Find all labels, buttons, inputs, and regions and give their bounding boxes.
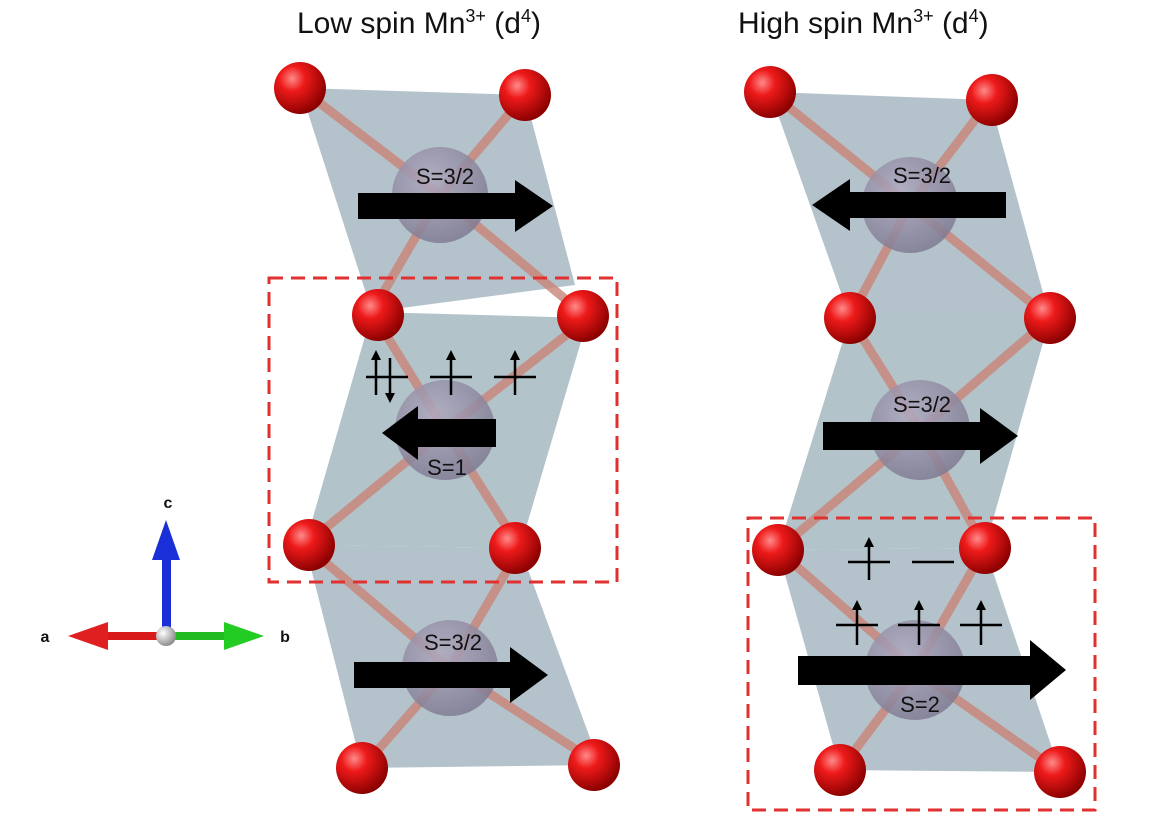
left-oxygen-atom [283,519,335,571]
left-oxygen-atom [336,742,388,794]
left-oxygen-atom [352,289,404,341]
right-oxygen-atom [1034,746,1086,798]
right-oxygen-atom [959,522,1011,574]
left-panel-title: Low spin Mn3+ (d4) [297,6,541,41]
right-highlight-box [746,516,1097,812]
left-title-charge: 3+ [465,6,486,26]
right-oxygen-atom [814,744,866,796]
right-title-config-open: (d [933,7,969,40]
c-axis-arrow [152,520,180,560]
left-title-main: Low spin Mn [297,7,466,40]
left-spin-label-1: S=3/2 [416,164,474,189]
left-oxygen-atom [499,69,551,121]
left-spin-arrow-3 [354,647,548,703]
right-oxygen-atom [1024,292,1076,344]
left-oxygen-atom [568,739,620,791]
right-panel-title: High spin Mn3+ (d4) [738,6,989,41]
left-highlight-box [267,276,619,584]
a-axis-arrow [68,622,108,650]
b-axis-arrow [224,622,264,650]
right-spin-label-3: S=2 [900,692,940,717]
axis-label-b: b [280,629,290,646]
right-spin-label-2: S=3/2 [893,392,951,417]
left-spin-label-2: S=1 [427,455,467,480]
left-spin-label-3: S=3/2 [424,630,482,655]
right-oxygen-atom [752,524,804,576]
right-spin-arrow-3 [798,640,1066,700]
left-chain: S=3/2 S=1 S=3/2 [267,62,620,794]
right-oxygen-atom [966,74,1018,126]
right-title-config-sup: 4 [968,6,979,26]
right-chain: S=3/2 S=3/2 S=2 [744,66,1097,812]
crystal-axes: c a b [41,495,290,650]
right-spin-arrow-1 [812,179,1006,231]
left-title-config-close: ) [530,7,541,40]
left-title-config-sup: 4 [520,6,531,26]
right-spin-arrow-2 [823,408,1018,464]
right-title-charge: 3+ [913,6,934,26]
right-spin-label-1: S=3/2 [893,163,951,188]
left-orbital-diagram [366,350,536,403]
right-orbital-diagram [836,537,1002,645]
left-oxygen-atom [489,522,541,574]
axes-origin [156,626,176,646]
right-title-config-close: ) [978,7,989,40]
right-oxygen-atom [824,292,876,344]
left-oxygen-atom [274,62,326,114]
left-title-config-open: (d [485,7,521,40]
left-spin-arrow-2 [382,406,496,460]
axis-label-c: c [164,495,173,512]
axis-label-a: a [41,629,50,646]
left-oxygen-atom [557,290,609,342]
right-oxygen-atom [744,66,796,118]
right-title-main: High spin Mn [738,7,914,40]
left-spin-arrow-1 [358,180,553,232]
